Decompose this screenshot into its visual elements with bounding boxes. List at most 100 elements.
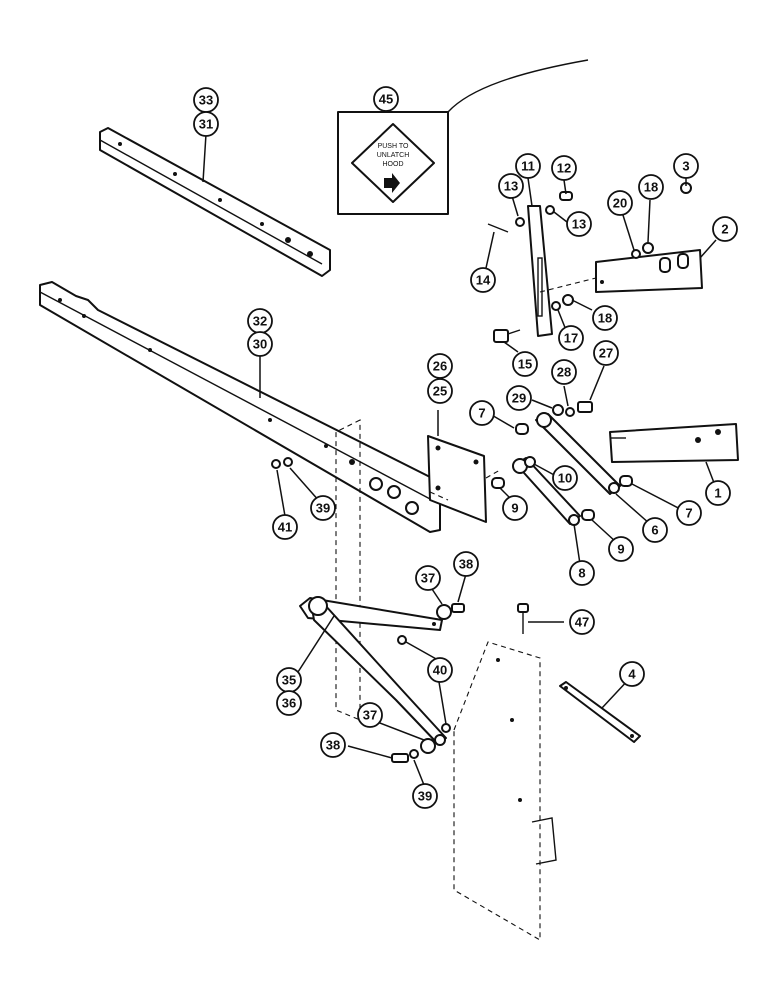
svg-text:37: 37 (421, 571, 435, 586)
plate-25 (427, 435, 487, 523)
lower-arm-35 (271, 457, 465, 763)
svg-text:31: 31 (199, 117, 213, 132)
callout-33: 33 (193, 87, 219, 113)
callout-47: 47 (569, 609, 595, 635)
leader-18a (647, 199, 651, 243)
callout-3: 3 (673, 153, 699, 179)
leader-6 (615, 493, 651, 525)
leader-12 (563, 179, 567, 195)
arm-35-end-eye (434, 734, 446, 746)
arm-35-hole (432, 622, 436, 626)
plate-25-body (427, 435, 487, 523)
svg-text:28: 28 (557, 365, 571, 380)
decal-45: PUSH TO UNLATCH HOOD (337, 59, 589, 215)
leader-38a (457, 573, 467, 603)
washer-29 (552, 404, 564, 416)
strap-4-hole (630, 734, 634, 738)
bolt-38a (451, 603, 465, 613)
svg-text:35: 35 (282, 673, 296, 688)
bolt-27 (577, 401, 593, 413)
callout-9b: 9 (608, 536, 634, 562)
leader-13a (511, 195, 519, 217)
leader-40a (405, 641, 439, 661)
svg-text:2: 2 (721, 222, 728, 237)
svg-text:47: 47 (575, 615, 589, 630)
bracket-2-hole (600, 280, 604, 284)
callout-31: 31 (193, 111, 219, 137)
callout-38a: 38 (453, 551, 479, 577)
washer-17 (551, 301, 561, 311)
upper-rail (99, 127, 331, 277)
callout-37b: 37 (357, 702, 383, 728)
callout-18a: 18 (638, 174, 664, 200)
svg-text:10: 10 (558, 471, 572, 486)
nut-18 (562, 294, 574, 306)
leader-14 (485, 231, 495, 269)
link-8-eye-end (568, 514, 580, 526)
svg-text:14: 14 (476, 273, 491, 288)
washer-40 (397, 635, 407, 645)
svg-text:38: 38 (326, 738, 340, 753)
pin-14 (487, 223, 509, 233)
leader-41 (276, 469, 286, 517)
svg-text:32: 32 (253, 314, 267, 329)
callout-39a: 39 (310, 495, 336, 521)
svg-text:9: 9 (617, 542, 624, 557)
callout-1: 1 (705, 480, 731, 506)
svg-text:18: 18 (644, 180, 658, 195)
bolt-47 (517, 603, 529, 634)
leader-20 (621, 211, 635, 251)
svg-text:18: 18 (598, 311, 612, 326)
upper-rail-hole (218, 198, 222, 202)
strap-4 (559, 681, 641, 743)
callout-11: 11 (515, 153, 541, 179)
leader-9b (591, 519, 617, 543)
svg-text:29: 29 (512, 391, 526, 406)
decal-text-line3: HOOD (383, 161, 404, 168)
svg-text:37: 37 (363, 708, 377, 723)
svg-text:11: 11 (521, 159, 535, 174)
side-panel (453, 641, 557, 941)
leader-2 (699, 239, 717, 259)
callout-10: 10 (552, 465, 578, 491)
callout-29: 29 (506, 385, 532, 411)
upper-rail-hole (118, 142, 122, 146)
callout-15: 15 (512, 351, 538, 377)
lower-rail-body (39, 281, 441, 533)
upper-rail-hole (307, 251, 313, 257)
arm-35-upper (299, 597, 443, 631)
washer-28 (565, 407, 575, 417)
callout-18b: 18 (592, 305, 618, 331)
svg-text:33: 33 (199, 93, 213, 108)
bracket-2-bushing (659, 257, 671, 273)
washer-39b (409, 749, 419, 759)
washer-13-left (515, 217, 525, 227)
svg-text:45: 45 (379, 92, 393, 107)
decal-text-line1: PUSH TO (378, 143, 409, 150)
bracket-11-body (527, 205, 553, 337)
callout-45: 45 (373, 86, 399, 112)
side-panel-mount (531, 817, 557, 865)
callout-36: 36 (276, 690, 302, 716)
bracket-1-hole (695, 437, 701, 443)
upper-rail-body (99, 127, 331, 277)
callout-8: 8 (569, 560, 595, 586)
svg-text:3: 3 (682, 159, 689, 174)
callout-35: 35 (276, 667, 302, 693)
washer-13 (545, 205, 555, 215)
callout-41: 41 (272, 514, 298, 540)
lower-rail-nut (405, 501, 419, 515)
callout-32: 32 (247, 308, 273, 334)
callout-40: 40 (427, 657, 453, 683)
decal-leader-curve (447, 59, 589, 113)
svg-text:26: 26 (433, 359, 447, 374)
reference-line-bracket2 (539, 277, 597, 293)
callout-7b: 7 (676, 500, 702, 526)
svg-text:1: 1 (714, 486, 721, 501)
svg-text:20: 20 (613, 196, 627, 211)
svg-text:41: 41 (278, 520, 292, 535)
lower-rail-hole (349, 459, 355, 465)
upper-rail-hole (173, 172, 177, 176)
washer-20 (631, 249, 641, 259)
leader-29 (531, 399, 553, 409)
